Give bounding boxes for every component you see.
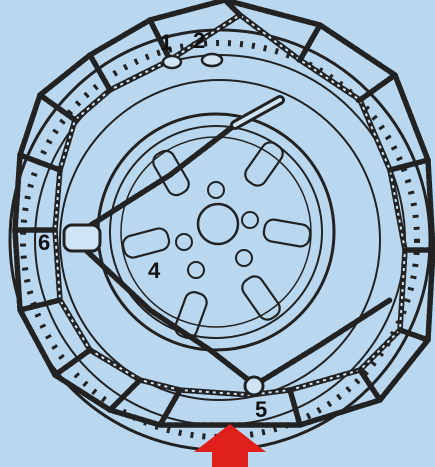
tensioner-block	[64, 225, 100, 251]
hook-connector	[163, 56, 181, 68]
chain-link-connector	[202, 54, 222, 66]
label-five: 5	[255, 397, 267, 422]
label-six: 6	[38, 230, 50, 255]
label-two: 2	[193, 28, 205, 53]
label-four: 4	[148, 258, 161, 283]
label-one: 1	[160, 30, 172, 55]
tension-hook	[245, 377, 263, 395]
